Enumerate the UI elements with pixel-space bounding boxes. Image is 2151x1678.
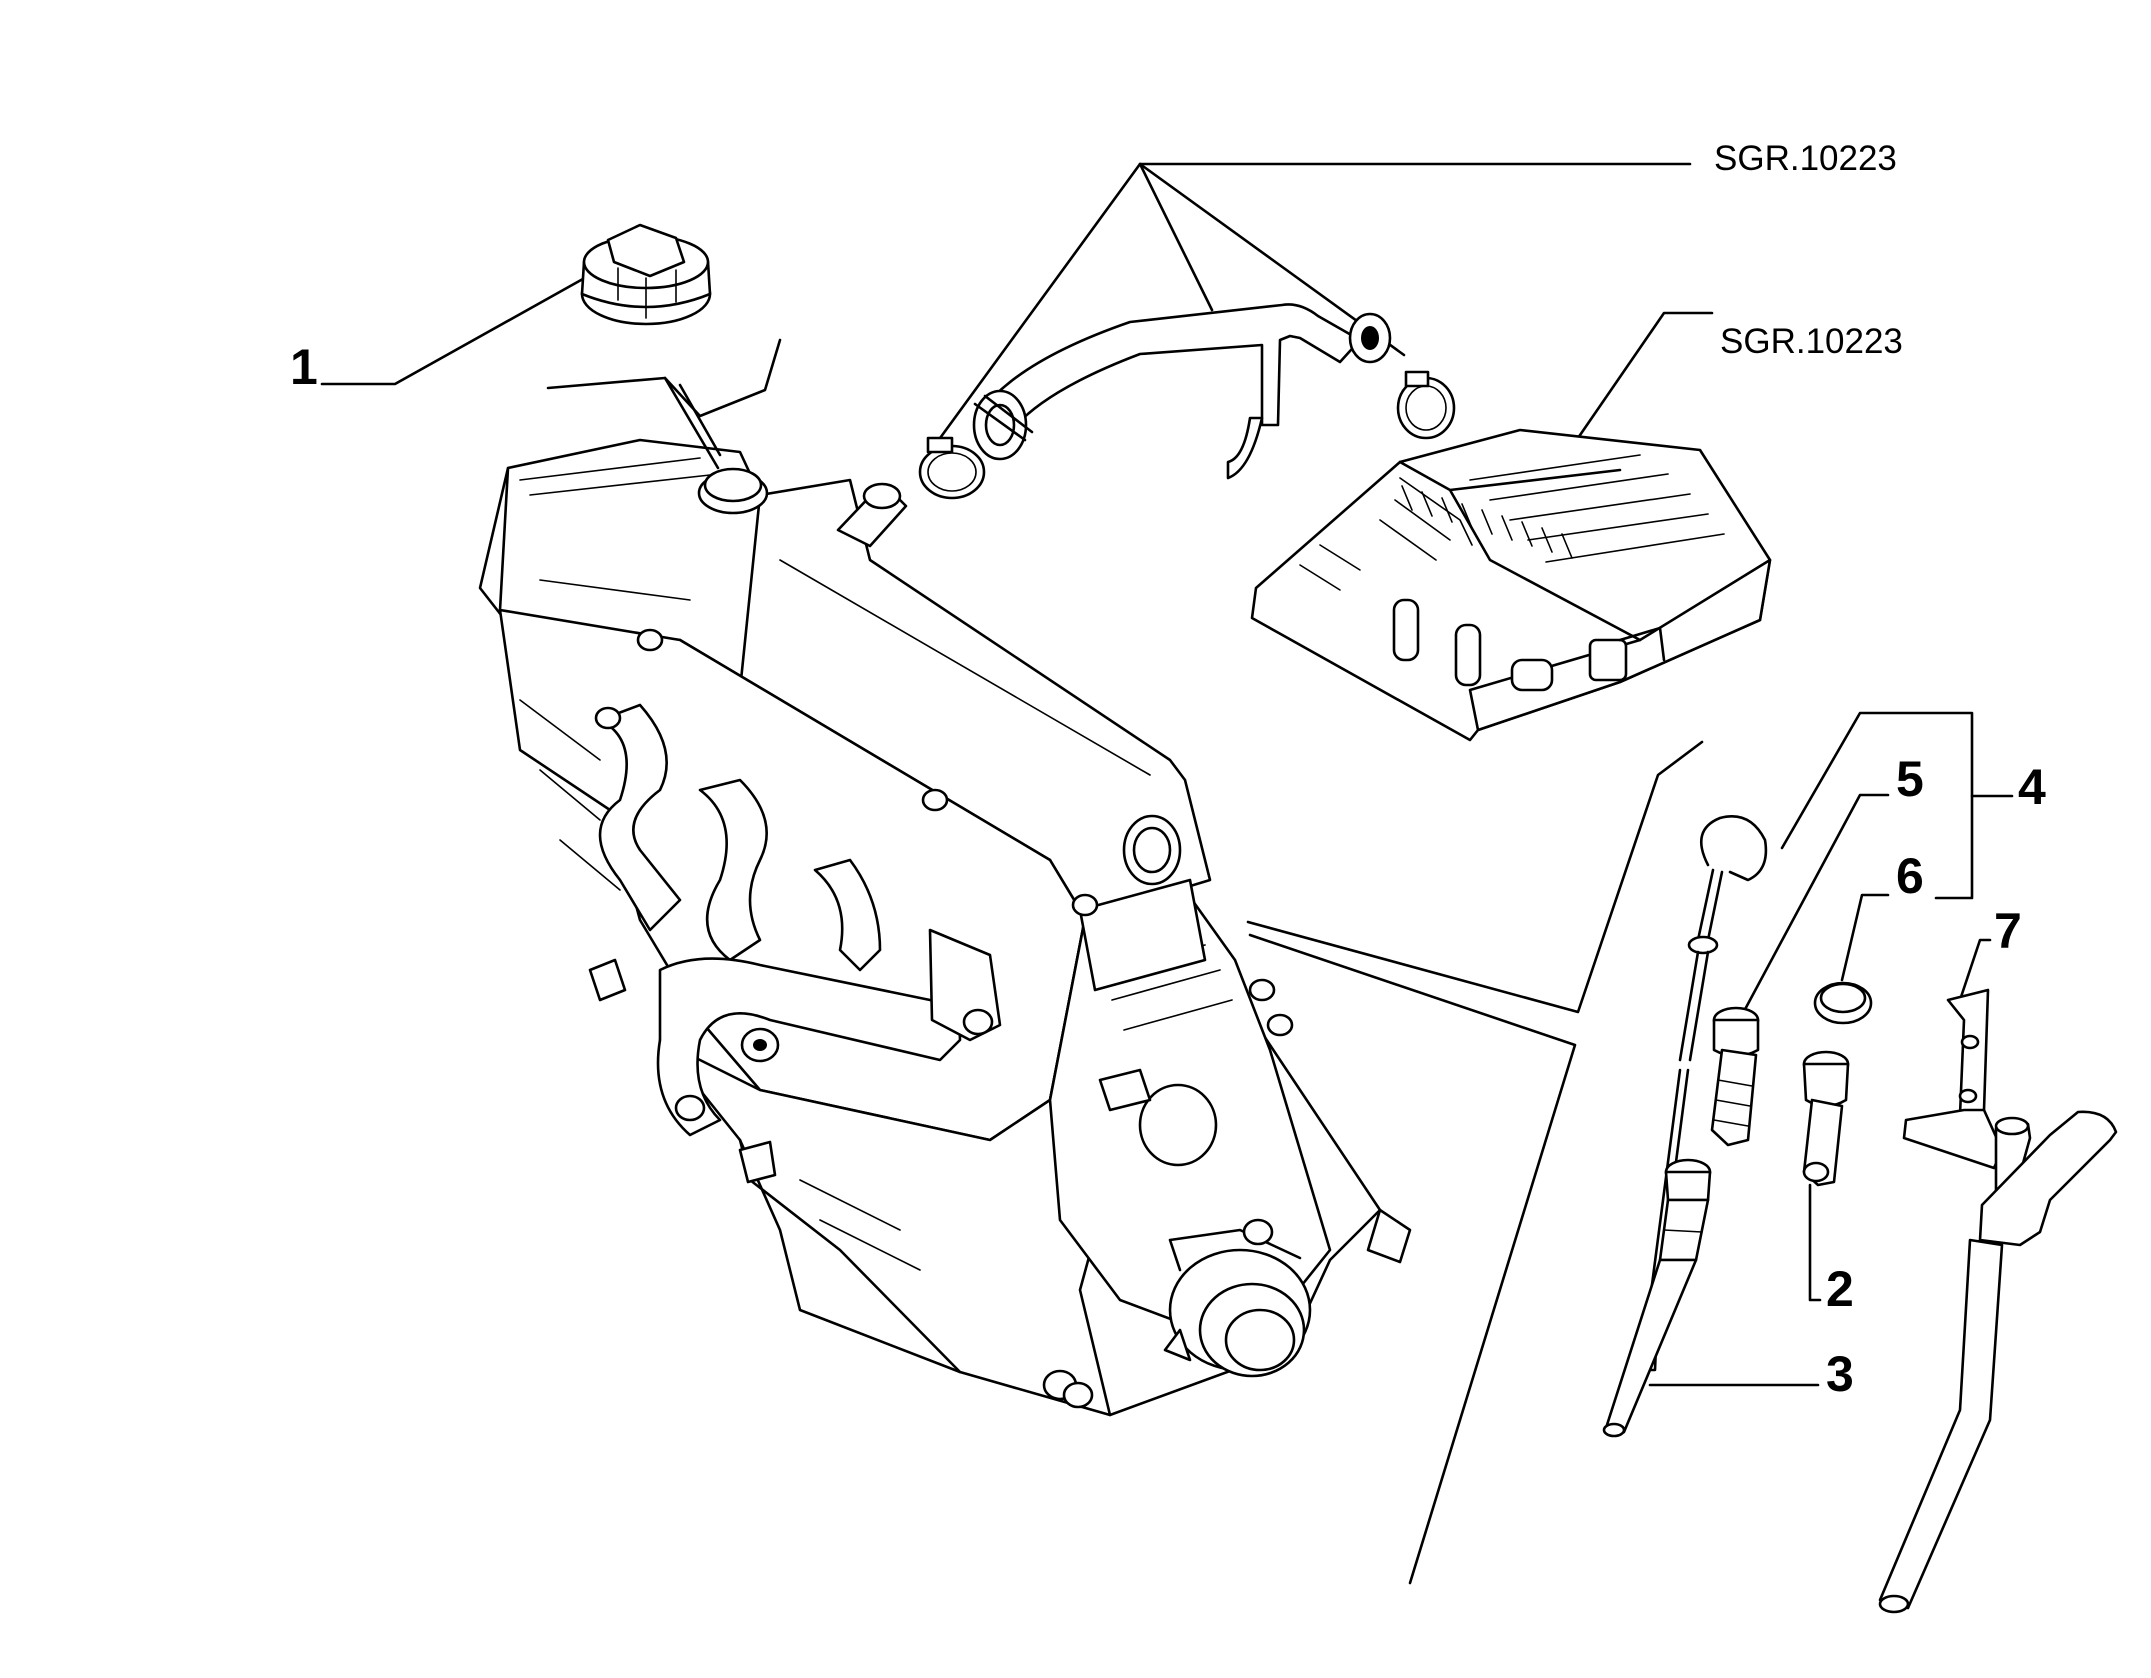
callout-4: 4 xyxy=(2018,759,2046,815)
air-filter-vents xyxy=(1401,485,1573,559)
oil-filler-cap xyxy=(580,223,712,326)
reference-label-airbox: SGR.10223 xyxy=(1720,322,1903,361)
dipstick-bracket-pipe xyxy=(1878,988,2118,1614)
hose-clamp-left xyxy=(918,436,986,500)
dipstick-tube xyxy=(1602,1158,1712,1438)
dipstick-plug xyxy=(1802,1050,1850,1187)
callout-3: 3 xyxy=(1826,1346,1854,1402)
callout-6: 6 xyxy=(1896,848,1924,904)
breather-hose xyxy=(972,303,1392,480)
dipstick-guide xyxy=(1710,1006,1760,1147)
air-filter-housing xyxy=(1250,428,1772,742)
callout-5: 5 xyxy=(1896,751,1924,807)
callout-7: 7 xyxy=(1994,903,2022,959)
seal-ring xyxy=(1813,981,1873,1025)
hose-clamp-right xyxy=(1396,370,1456,440)
callout-1: 1 xyxy=(290,339,318,395)
reference-label-breather: SGR.10223 xyxy=(1714,139,1897,178)
leader-lines xyxy=(320,162,2014,1585)
engine-block xyxy=(478,338,1412,1417)
callout-2: 2 xyxy=(1826,1261,1854,1317)
